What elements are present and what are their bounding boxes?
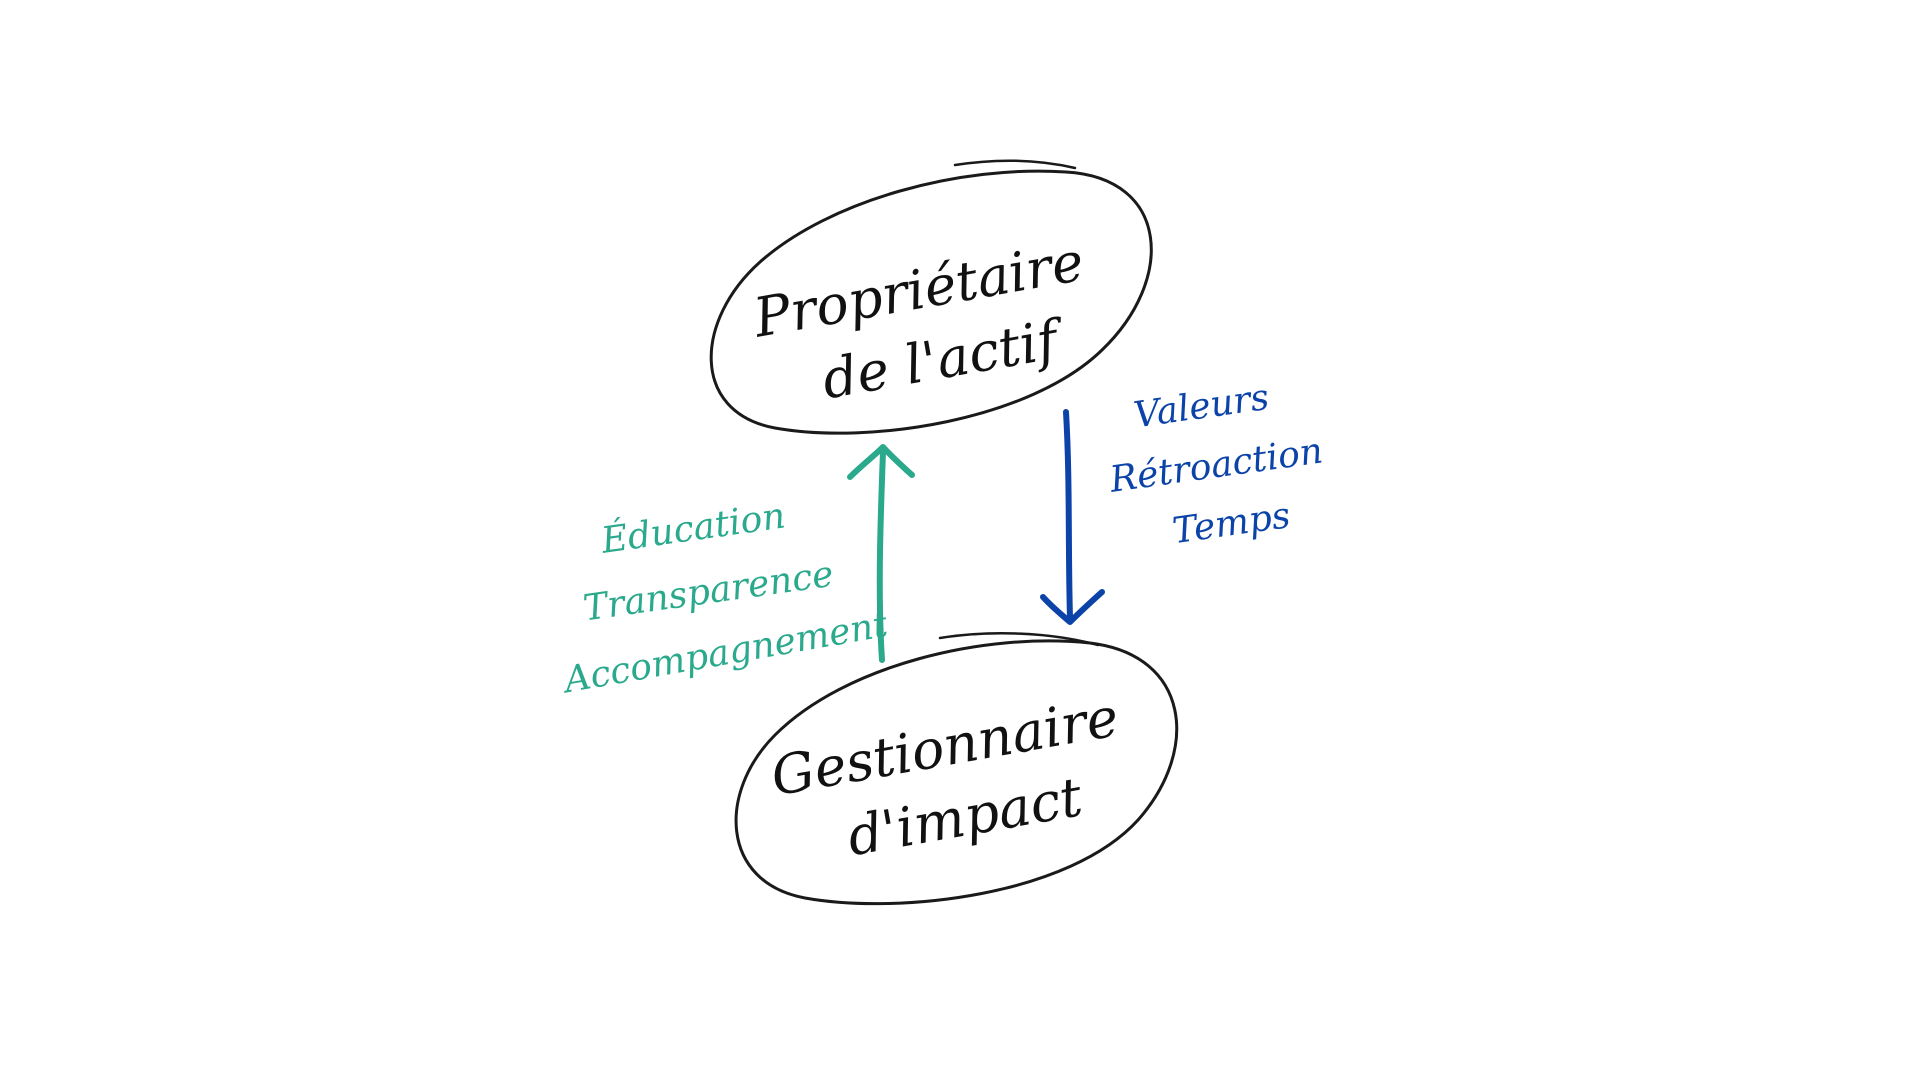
upward-arrow-head [847,444,915,480]
downward-arrow-head [1040,589,1105,625]
upward-arrow-shaft [876,449,886,663]
node-impact-manager: Gestionnaire d'impact [734,632,1179,906]
downward-label-retroaction: Rétroaction [1106,430,1325,501]
node-impact-manager-outline [734,639,1179,906]
upward-flow-labels: Éducation Transparence Accompagnement [558,494,891,701]
upward-flow-arrow [847,444,915,663]
upward-label-transparence: Transparence [581,554,836,630]
node-asset-owner-outline-overlap [953,159,1077,170]
node-asset-owner-outline [709,169,1153,435]
downward-label-valeurs: Valeurs [1131,377,1271,437]
upward-label-education: Éducation [598,494,788,561]
downward-flow-arrow [1040,409,1105,625]
downward-arrow-shaft [1063,409,1073,621]
downward-flow-labels: Valeurs Rétroaction Temps [1106,377,1325,552]
downward-label-temps: Temps [1170,495,1293,552]
node-impact-manager-outline-overlap [938,632,1100,647]
node-asset-owner: Propriétaire de l'actif [709,159,1153,435]
